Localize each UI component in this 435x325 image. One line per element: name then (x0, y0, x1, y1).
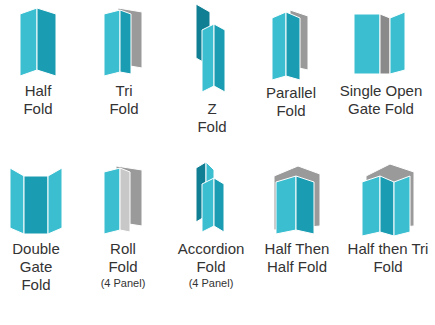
fold-label: Parallel Fold (255, 84, 327, 120)
roll-fold-figure (104, 166, 142, 234)
fold-label: Double Gate Fold (5, 240, 67, 294)
tri-fold-figure (104, 8, 142, 76)
panel (214, 178, 224, 232)
parallel-fold-figure (272, 10, 308, 80)
panel (10, 168, 24, 234)
panel (354, 14, 380, 74)
double-gate-fold-figure (10, 168, 62, 234)
panel (202, 24, 214, 92)
fold-label: Z Fold (195, 100, 229, 136)
panel (24, 176, 48, 234)
panel (104, 10, 120, 76)
fold-label: Accordion Fold (170, 240, 252, 276)
panel (362, 176, 380, 236)
half-then-tri-fold-figure (362, 164, 414, 236)
fold-label: Roll Fold (100, 240, 146, 276)
half-then-half-fold-figure (274, 166, 320, 234)
panel (394, 176, 410, 236)
panel (286, 12, 300, 80)
panel (202, 178, 214, 232)
panel (20, 8, 37, 76)
panel (37, 8, 56, 76)
fold-label: Half Fold (13, 82, 63, 118)
panel (390, 12, 405, 74)
single-gate-fold-figure (354, 12, 405, 74)
panel (380, 176, 394, 236)
fold-label: Half Then Half Fold (254, 240, 340, 276)
fold-label: (4 Panel) (88, 277, 158, 290)
fold-label: (4 Panel) (176, 277, 246, 290)
panel (214, 24, 225, 92)
panel (272, 12, 286, 80)
fold-label: Half then Tri Fold (347, 240, 429, 276)
panel (120, 10, 131, 74)
panel (276, 176, 296, 234)
panel (296, 176, 314, 234)
accordion-fold-figure (196, 162, 224, 232)
panel (120, 168, 130, 232)
half-fold-figure (20, 8, 56, 76)
z-fold-figure (196, 4, 225, 92)
panel (48, 168, 62, 234)
panel (104, 168, 120, 234)
fold-label: Single Open Gate Fold (333, 82, 429, 118)
panel (380, 14, 390, 74)
fold-label: Tri Fold (103, 82, 145, 118)
